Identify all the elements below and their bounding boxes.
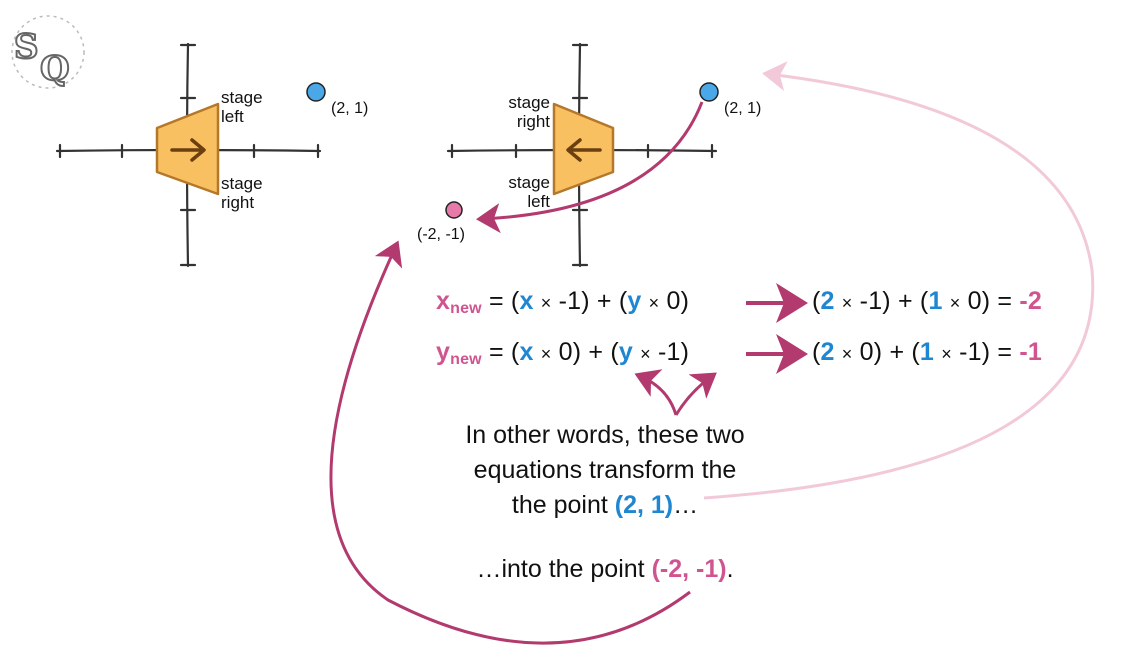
sq-logo: S Q	[11, 15, 85, 90]
right-label-bottom-1: stage	[508, 173, 550, 192]
eq-xr-p5: ×	[949, 293, 961, 313]
caption-line-4-post: .	[726, 555, 734, 583]
left-trapezoid	[155, 102, 220, 196]
caption-point-new: (-2, -1)	[651, 555, 727, 583]
caption-line-3-post: …	[673, 491, 699, 519]
pointer-arrow-y	[674, 372, 717, 416]
left-label-bottom: stage right	[221, 174, 263, 212]
eq-x-p2: ×	[540, 293, 552, 313]
eq-xr-p4: 1	[928, 287, 943, 315]
eq-yr-p0: (	[812, 338, 821, 366]
new-point-dot	[445, 201, 463, 219]
left-label-top: stage left	[221, 88, 263, 126]
eq-x-sub: new	[450, 300, 482, 317]
equation-y: ynew = (x × 0) + (y × -1)	[436, 338, 690, 368]
caption-line-1: In other words, these two	[465, 421, 745, 449]
eq-y-p1: x	[519, 338, 534, 366]
eq-xr-p3: -1) + (	[859, 287, 929, 315]
eq-xr-p2: ×	[841, 293, 853, 313]
eq-x-p0: = (	[488, 287, 520, 315]
eq-x-p5: ×	[648, 293, 660, 313]
left-label-top-1: stage	[221, 88, 263, 107]
caption-line-3: the point (2, 1)…	[410, 488, 800, 523]
eq-yr-p2: ×	[841, 344, 853, 364]
pointer-arrow-x	[634, 369, 678, 416]
eq-y-var: y	[436, 338, 451, 366]
eq-yr-p3: 0) + (	[859, 338, 920, 366]
eq-yr-p4: 1	[919, 338, 935, 366]
equation-x-result: (2 × -1) + (1 × 0) = -2	[812, 287, 1042, 316]
left-label-bottom-1: stage	[221, 174, 263, 193]
eq-x-p6: 0)	[666, 287, 690, 315]
eq-y-sub: new	[450, 351, 482, 368]
caption-point-original: (2, 1)	[614, 491, 674, 519]
right-point-dot	[699, 82, 719, 102]
right-label-top: stage right	[500, 93, 550, 131]
eq-xr-p7: -2	[1019, 287, 1042, 315]
eq-x-p4: y	[627, 287, 642, 315]
eq-xr-p6: 0) =	[967, 287, 1013, 315]
right-trapezoid	[552, 102, 615, 196]
eq-x-p3: -1) + (	[558, 287, 628, 315]
right-label-bottom-2: left	[527, 192, 550, 211]
right-label-top-1: stage	[508, 93, 550, 112]
eq-y-p0: = (	[488, 338, 520, 366]
eq-x-p1: x	[519, 287, 534, 315]
eq-y-p3: 0) + (	[558, 338, 619, 366]
equation-y-result: (2 × 0) + (1 × -1) = -1	[812, 338, 1042, 367]
caption-line-4-pre: …into the point	[476, 555, 652, 583]
eq-y-p2: ×	[540, 344, 552, 364]
eq-y-p4: y	[618, 338, 633, 366]
into-arrow	[329, 240, 691, 645]
svg-text:S: S	[14, 27, 39, 67]
new-point-label: (-2, -1)	[417, 226, 465, 243]
equation-x: xnew = (x × -1) + (y × 0)	[436, 287, 690, 317]
return-arrow	[703, 61, 1095, 500]
caption-line-4: …into the point (-2, -1).	[410, 552, 800, 587]
right-label-bottom: stage left	[500, 173, 550, 211]
transform-arrow	[476, 101, 704, 234]
caption-block: In other words, these two equations tran…	[410, 418, 800, 523]
left-point-label: (2, 1)	[331, 100, 369, 117]
svg-text:Q: Q	[40, 49, 70, 89]
eq-yr-p5: ×	[941, 344, 952, 364]
eq-xr-p1: 2	[820, 287, 835, 315]
left-label-bottom-2: right	[221, 193, 255, 212]
left-label-top-2: left	[221, 107, 244, 126]
eq-x-var: x	[436, 287, 451, 315]
eq-xr-p0: (	[812, 287, 821, 315]
eq-yr-p1: 2	[820, 338, 835, 366]
eq-yr-p7: -1	[1019, 338, 1042, 366]
right-point-label: (2, 1)	[724, 100, 762, 117]
eq-yr-p6: -1) =	[959, 338, 1013, 366]
eq-y-p6: -1)	[658, 338, 690, 366]
right-label-top-2: right	[516, 112, 550, 131]
caption-line-3-pre: the point	[511, 491, 615, 519]
caption-line-2: equations transform the	[473, 456, 737, 484]
left-point-dot	[306, 82, 326, 102]
eq-y-p5: ×	[640, 344, 651, 364]
